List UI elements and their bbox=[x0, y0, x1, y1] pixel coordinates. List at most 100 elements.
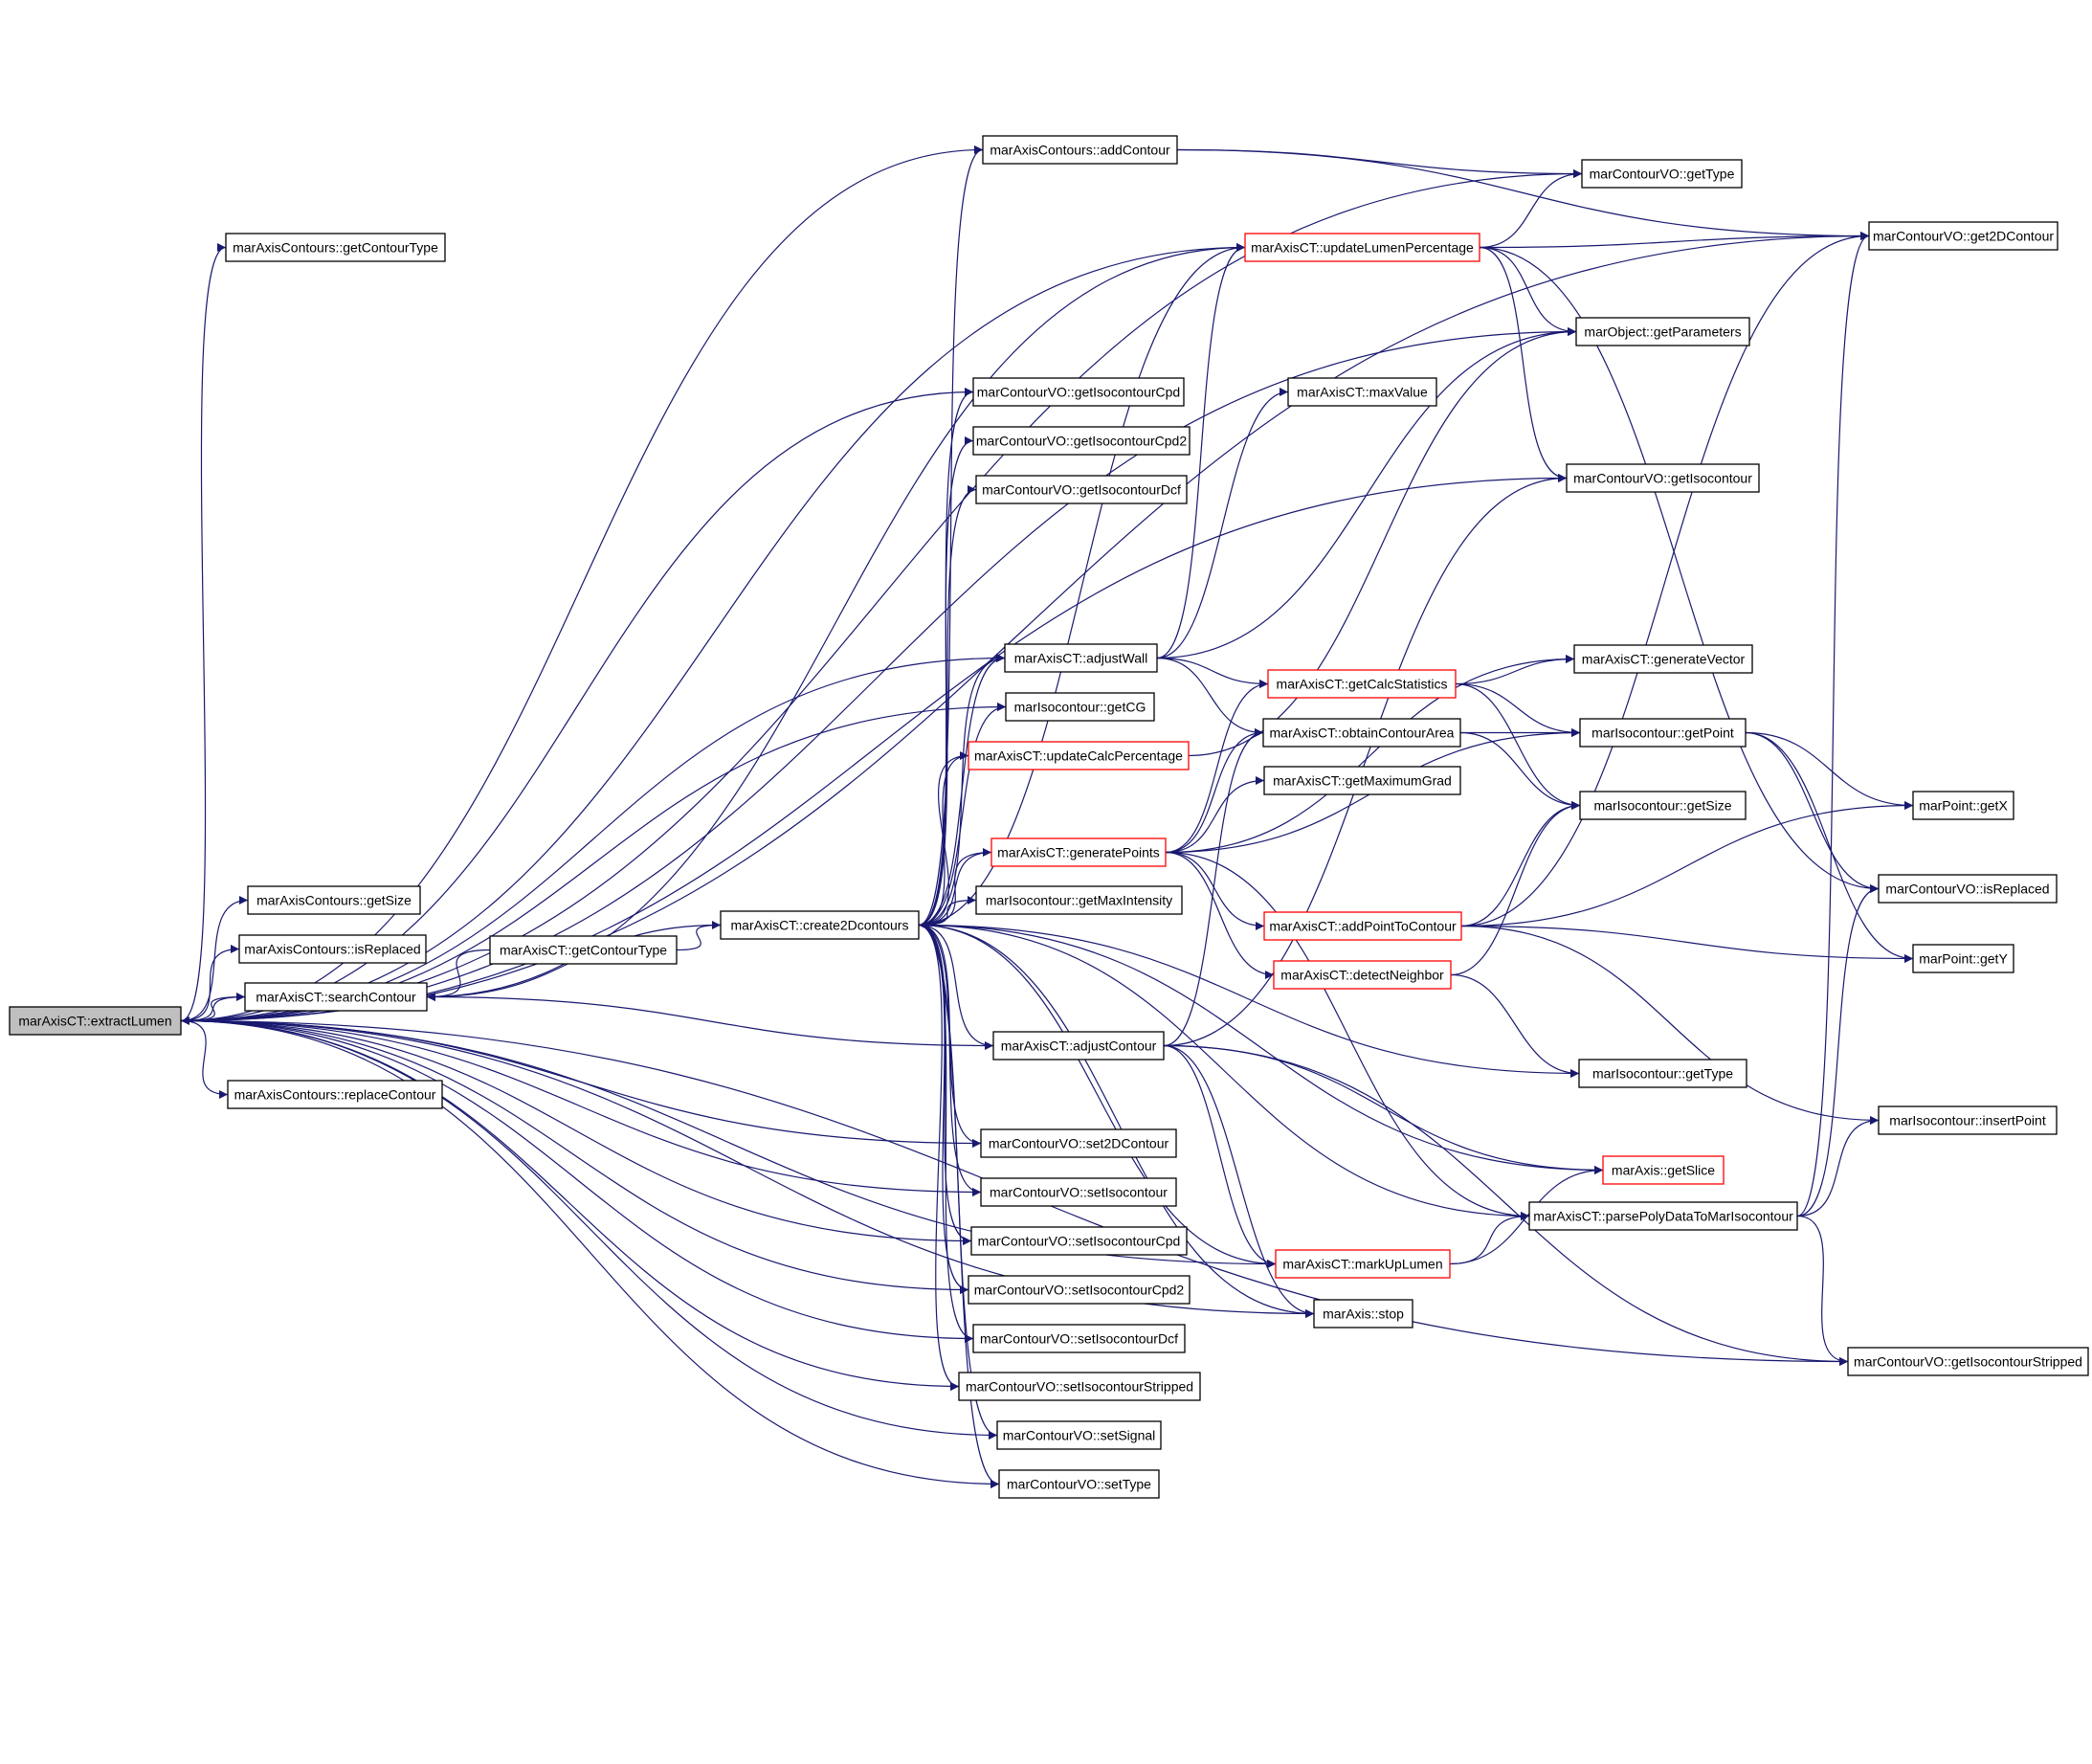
node-isoDcf[interactable]: marContourVO::getIsocontourDcf bbox=[975, 475, 1188, 504]
node-isoCpd[interactable]: marContourVO::getIsocontourCpd bbox=[972, 377, 1185, 407]
node-box bbox=[992, 1031, 1165, 1061]
node-label: marContourVO::setIsocontourStripped bbox=[966, 1379, 1193, 1395]
node-axSize[interactable]: marAxisContours::getSize bbox=[247, 885, 421, 915]
node-searchContour[interactable]: marAxisCT::searchContour bbox=[244, 982, 428, 1012]
node-create2D[interactable]: marAxisCT::create2Dcontours bbox=[720, 910, 920, 940]
node-isoCpd2[interactable]: marContourVO::getIsocontourCpd2 bbox=[972, 426, 1191, 456]
node-box bbox=[972, 426, 1191, 456]
node-detectNb[interactable]: marAxisCT::detectNeighbor bbox=[1273, 960, 1452, 990]
node-calcStats[interactable]: marAxisCT::getCalcStatistics bbox=[1267, 669, 1457, 699]
node-box bbox=[9, 1006, 182, 1036]
node-isoGetSize[interactable]: marIsocontour::getSize bbox=[1579, 791, 1747, 820]
node-getParams[interactable]: marObject::getParameters bbox=[1575, 317, 1750, 346]
edge-updLumen-to-getIsocontour bbox=[1479, 246, 1568, 482]
node-box bbox=[1581, 159, 1743, 189]
node-updLumen[interactable]: marAxisCT::updateLumenPercentage bbox=[1244, 233, 1480, 262]
edge-create2D-to-addContour bbox=[918, 145, 984, 927]
node-obtainArea[interactable]: marAxisCT::obtainContourArea bbox=[1262, 718, 1461, 748]
edge-parsePoly-to-get2D bbox=[1796, 232, 1870, 1217]
node-label: marContourVO::get2DContour bbox=[1873, 229, 2054, 244]
node-getStripped[interactable]: marContourVO::getIsocontourStripped bbox=[1847, 1347, 2089, 1376]
edge-adjustContour-to-obtainArea bbox=[1163, 728, 1264, 1047]
node-insertPoint[interactable]: marIsocontour::insertPoint bbox=[1878, 1105, 2058, 1135]
node-setDcf[interactable]: marContourVO::setIsocontourDcf bbox=[972, 1324, 1186, 1353]
node-setCpd2[interactable]: marContourVO::setIsocontourCpd2 bbox=[968, 1275, 1191, 1305]
node-adjustWall[interactable]: marAxisCT::adjustWall bbox=[1004, 643, 1158, 673]
edge-addContour-to-cvoGetType bbox=[1176, 148, 1583, 178]
node-genVector[interactable]: marAxisCT::generateVector bbox=[1573, 644, 1753, 674]
node-getCG[interactable]: marIsocontour::getCG bbox=[1005, 692, 1155, 722]
node-label: marContourVO::getIsocontourCpd bbox=[977, 385, 1180, 400]
node-label: marAxisContours::getSize bbox=[256, 893, 412, 908]
node-get2D[interactable]: marContourVO::get2DContour bbox=[1868, 221, 2059, 251]
node-updCalc[interactable]: marAxisCT::updateCalcPercentage bbox=[968, 741, 1190, 770]
node-box bbox=[244, 982, 428, 1012]
edge-extractLumen-to-setCpd bbox=[180, 1019, 972, 1245]
node-setStripped[interactable]: marContourVO::setIsocontourStripped bbox=[958, 1372, 1201, 1401]
edge-adjustWall-to-getParams bbox=[1156, 327, 1577, 659]
node-label: marContourVO::setIsocontour bbox=[990, 1185, 1168, 1200]
node-label: marContourVO::setType bbox=[1007, 1477, 1151, 1492]
node-label: marAxis::stop bbox=[1323, 1306, 1404, 1322]
node-set2D[interactable]: marContourVO::set2DContour bbox=[980, 1128, 1177, 1158]
node-getContourType[interactable]: marAxisContours::getContourType bbox=[225, 233, 446, 262]
node-box bbox=[1275, 1249, 1451, 1279]
node-box bbox=[1573, 644, 1753, 674]
edge-create2D-to-markUp bbox=[918, 924, 1277, 1268]
node-maxValue[interactable]: marAxisCT::maxValue bbox=[1287, 377, 1437, 407]
node-label: marAxisCT::extractLumen bbox=[18, 1014, 171, 1029]
node-ctGetContourType[interactable]: marAxisCT::getContourType bbox=[489, 935, 678, 965]
node-adjustContour[interactable]: marAxisCT::adjustContour bbox=[992, 1031, 1165, 1061]
node-maxGrad[interactable]: marAxisCT::getMaximumGrad bbox=[1263, 766, 1461, 795]
node-isoGetPoint[interactable]: marIsocontour::getPoint bbox=[1579, 718, 1747, 748]
node-addContour[interactable]: marAxisContours::addContour bbox=[982, 135, 1178, 165]
edge-isoGetPoint-to-getX bbox=[1745, 731, 1914, 810]
node-getY[interactable]: marPoint::getY bbox=[1912, 944, 2014, 973]
node-label: marContourVO::setSignal bbox=[1003, 1428, 1156, 1443]
node-parsePoly[interactable]: marAxisCT::parsePolyDataToMarIsocontour bbox=[1528, 1201, 1798, 1231]
edge-create2D-to-isoDcf bbox=[918, 485, 977, 927]
node-setIso[interactable]: marContourVO::setIsocontour bbox=[980, 1177, 1177, 1207]
edge-updLumen-to-searchContour bbox=[426, 246, 1246, 1001]
node-replaceContour[interactable]: marAxisContours::replaceContour bbox=[227, 1080, 443, 1109]
node-cvoIsReplaced[interactable]: marContourVO::isReplaced bbox=[1878, 874, 2058, 904]
node-box bbox=[1579, 718, 1747, 748]
edge-updCalc-to-create2D bbox=[918, 754, 969, 929]
node-label: marAxisCT::generatePoints bbox=[997, 845, 1160, 860]
edge-adjustContour-to-getStripped bbox=[1163, 1044, 1849, 1366]
node-maxInt[interactable]: marIsocontour::getMaxIntensity bbox=[975, 885, 1183, 915]
node-box bbox=[972, 377, 1185, 407]
node-label: marAxisCT::getContourType bbox=[500, 943, 667, 958]
node-label: marAxisCT::addPointToContour bbox=[1269, 919, 1457, 934]
edge-extractLumen-to-addContour bbox=[180, 145, 984, 1022]
node-box bbox=[970, 1226, 1188, 1256]
node-box bbox=[238, 934, 427, 964]
node-getX[interactable]: marPoint::getX bbox=[1912, 791, 2014, 820]
node-genPoints[interactable]: marAxisCT::generatePoints bbox=[990, 837, 1167, 867]
node-extractLumen[interactable]: marAxisCT::extractLumen bbox=[9, 1006, 182, 1036]
node-getIsocontour[interactable]: marContourVO::getIsocontour bbox=[1566, 463, 1760, 493]
edge-create2D-to-adjustContour bbox=[918, 924, 994, 1050]
node-getSlice[interactable]: marAxis::getSlice bbox=[1602, 1155, 1725, 1185]
node-box bbox=[227, 1080, 443, 1109]
edge-addPoint-to-getY bbox=[1460, 925, 1914, 963]
node-box bbox=[1868, 221, 2059, 251]
edge-genPoints-to-obtainArea bbox=[1165, 728, 1264, 854]
edge-create2D-to-setStripped bbox=[918, 924, 960, 1391]
node-setCpd[interactable]: marContourVO::setIsocontourCpd bbox=[970, 1226, 1188, 1256]
edge-create2D-to-setDcf bbox=[918, 924, 974, 1343]
node-label: marAxisContours::addContour bbox=[990, 143, 1170, 158]
node-label: marContourVO::isReplaced bbox=[1885, 882, 2049, 897]
node-addPoint[interactable]: marAxisCT::addPointToContour bbox=[1263, 911, 1462, 941]
node-stop[interactable]: marAxis::stop bbox=[1313, 1299, 1413, 1329]
node-axIsReplaced[interactable]: marAxisContours::isReplaced bbox=[238, 934, 427, 964]
node-markUp[interactable]: marAxisCT::markUpLumen bbox=[1275, 1249, 1451, 1279]
node-label: marAxisCT::updateLumenPercentage bbox=[1251, 240, 1474, 256]
node-setType[interactable]: marContourVO::setType bbox=[998, 1469, 1160, 1499]
node-cvoGetType[interactable]: marContourVO::getType bbox=[1581, 159, 1743, 189]
node-label: marAxisCT::create2Dcontours bbox=[731, 918, 909, 933]
node-setSignal[interactable]: marContourVO::setSignal bbox=[996, 1420, 1162, 1450]
node-isoGetType[interactable]: marIsocontour::getType bbox=[1578, 1059, 1747, 1088]
node-box bbox=[968, 741, 1190, 770]
edge-adjustWall-to-maxValue bbox=[1156, 388, 1289, 659]
